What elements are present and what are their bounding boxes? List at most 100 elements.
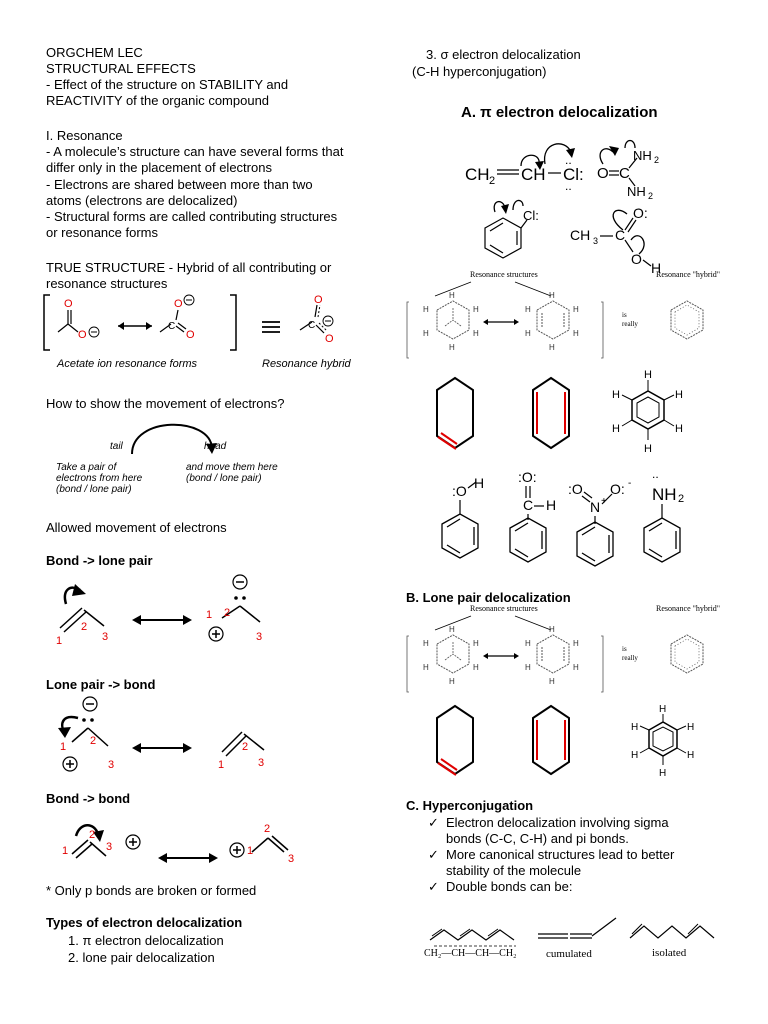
svg-text:2: 2 [90,735,96,747]
kekule-outlines-row: H H H H H H [436,370,683,455]
svg-text:H: H [423,639,429,648]
svg-text:1: 1 [60,741,66,753]
checkmark-icon: ✓ [428,815,439,830]
svg-text:3: 3 [288,853,294,865]
acetate-caption: Acetate ion resonance forms [57,358,198,370]
svg-text:H: H [549,677,555,686]
svg-text:H: H [573,639,579,648]
lone-pair-to-bond-heading: Lone pair -> bond [46,677,156,692]
svg-text:CH: CH [521,165,546,184]
conjugated-formula: CH₂—CH—CH—CH₂ [424,948,517,959]
isolated-label: isolated [652,947,687,959]
svg-text:H: H [644,443,652,455]
svg-text:C: C [615,227,625,243]
bond-to-lone-pair-diagram: 1 2 3 1 2 3 [56,574,262,644]
svg-text:H: H [659,704,666,715]
true-structure-line-2: resonance structures [46,276,168,291]
svg-text:H: H [473,305,479,314]
benzene-resonance-row-b: H H H H H H H H H H H H [406,615,704,693]
resonance-structures-label: Resonance structures [470,270,538,279]
svg-text:2: 2 [81,621,87,633]
svg-text:1: 1 [62,845,68,857]
tail-desc-line: Take a pair of [56,462,117,473]
svg-text:2: 2 [489,175,495,187]
item3-line-1: 3. σ electron delocalization [426,47,581,62]
svg-text:H: H [473,329,479,338]
svg-text:H: H [651,260,661,273]
checkmark-icon: ✓ [428,879,439,894]
svg-text:H: H [525,639,531,648]
svg-text:2: 2 [224,607,230,619]
svg-text:NH: NH [652,485,677,504]
svg-text:2: 2 [654,155,659,165]
tail-desc-line: (bond / lone pair) [56,484,132,495]
allowed-movement: Allowed movement of electrons [46,520,227,535]
svg-text:H: H [659,768,666,779]
true-structure-line-1: TRUE STRUCTURE - Hybrid of all contribut… [46,260,332,275]
type-item-1: 1. π electron delocalization [68,933,224,948]
svg-text:2: 2 [242,741,248,753]
is-really-label: is really [622,645,638,662]
svg-text:CH: CH [465,165,490,184]
svg-text:H: H [423,663,429,672]
svg-text:H: H [449,343,455,352]
svg-text:H: H [549,343,555,352]
svg-text:3: 3 [256,631,262,643]
svg-text:H: H [473,663,479,672]
resonance-line: - Structural forms are called contributi… [46,209,338,224]
svg-text:H: H [549,291,555,300]
svg-text:3: 3 [106,841,112,853]
svg-text:H: H [525,305,531,314]
bond-to-bond-heading: Bond -> bond [46,791,131,806]
svg-text:2: 2 [264,823,270,835]
pi-delocalization-structures: CH 2 CH Cl: .. .. O C NH 2 NH 2 Cl: CH 3… [465,139,661,273]
svg-text:H: H [474,475,484,491]
svg-text::O:: :O: [518,469,537,485]
svg-text:H: H [549,625,555,634]
bond-to-lone-pair-heading: Bond -> lone pair [46,553,153,568]
svg-text:H: H [675,423,683,435]
svg-text:H: H [644,370,652,381]
svg-text:H: H [573,305,579,314]
acetate-resonance-diagram: O O C O O C O O [43,294,334,351]
section-a-heading: A. π electron delocalization [461,104,658,121]
svg-text:C: C [168,321,175,332]
svg-text:H: H [573,663,579,672]
svg-text:H: H [573,329,579,338]
tail-desc-line: electrons from here [56,473,143,484]
svg-text::O: :O [568,481,583,497]
resonance-line: atoms (electrons are delocalized) [46,193,238,208]
svg-text:2: 2 [648,191,653,201]
svg-text:1: 1 [56,635,62,644]
arrow-tail-label: tail [110,441,123,452]
hyperconjugation-list: ✓ Electron delocalization involving sigm… [428,815,728,895]
resonance-structures-label: Resonance structures [470,604,538,613]
svg-text:C: C [619,165,630,182]
svg-text:H: H [687,750,694,761]
svg-text:H: H [612,423,620,435]
section-c-heading: C. Hyperconjugation [406,798,534,813]
list-item-line: Electron delocalization involving sigma [446,815,669,830]
checkmark-icon: ✓ [428,847,439,862]
double-bond-types-diagram [429,917,715,947]
resonance-line: differ only in the placement of electron… [46,160,272,175]
svg-text:O: O [78,329,87,341]
svg-text:H: H [631,750,638,761]
is-really-label: is really [622,311,638,328]
svg-text:1: 1 [218,759,224,771]
svg-text:3: 3 [258,757,264,769]
list-item-line: More canonical structures lead to better [446,847,675,862]
svg-text:Cl:: Cl: [563,165,584,184]
type-item-2: 2. lone pair delocalization [68,950,215,965]
section-subtitle: STRUCTURAL EFFECTS [46,61,196,76]
movement-question: How to show the movement of electrons? [46,396,285,411]
section-b-heading: B. Lone pair delocalization [406,590,571,605]
svg-text:H: H [525,329,531,338]
benzene-resonance-row: H H H H H H H H H H H H [406,281,704,359]
svg-text:O:: O: [610,481,625,497]
list-item: ✓ Electron delocalization involving sigm… [428,815,728,847]
svg-text:1: 1 [247,845,253,857]
svg-text:NH: NH [633,148,652,163]
svg-text:O: O [597,165,609,182]
svg-text:H: H [423,305,429,314]
